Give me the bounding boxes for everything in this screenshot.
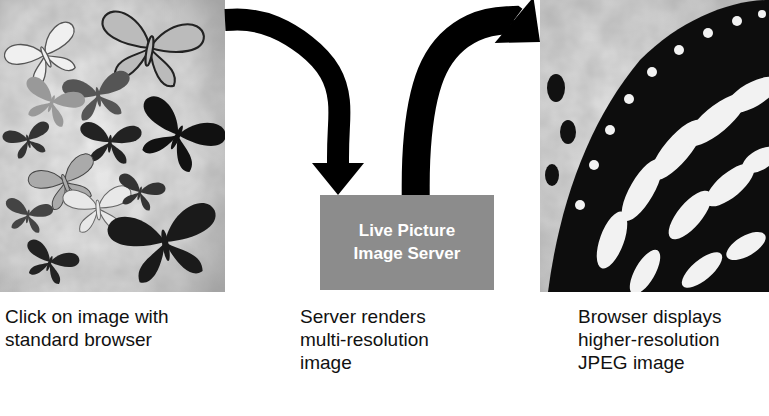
image-panel: Browser displays higher-resolution JPEG …	[540, 0, 769, 292]
wing-dot	[647, 67, 657, 77]
wing-dot	[575, 200, 585, 210]
butterfly	[2, 197, 54, 235]
wing-cell	[624, 245, 666, 292]
flow-arrow	[416, 0, 540, 195]
photo-ground	[0, 0, 225, 292]
caption-text: Click on image with standard browser	[5, 305, 227, 351]
wing-spot	[547, 74, 565, 102]
butterfly	[106, 201, 225, 288]
wing-spot	[560, 120, 576, 144]
caption-text: Browser displays higher-resolution JPEG …	[578, 305, 760, 374]
wing-dot	[703, 28, 713, 38]
arrow-head	[312, 163, 364, 195]
butterfly-photo	[0, 0, 225, 292]
caption-text: Server renders multi-resolution image	[300, 305, 472, 374]
wing-dot	[624, 94, 634, 104]
wing-cell	[676, 246, 727, 292]
wing-cell	[722, 226, 769, 265]
image-panel: Click on image with standard browser	[0, 0, 225, 292]
wing-spot	[545, 164, 559, 186]
butterfly	[1, 120, 55, 161]
flow-arrow	[225, 19, 364, 195]
wing-dot	[605, 125, 615, 135]
wing-dot	[589, 160, 599, 170]
arrow-head	[495, 0, 540, 43]
photo-texture	[0, 0, 225, 292]
butterfly	[16, 74, 87, 131]
arrow-shaft	[416, 20, 514, 195]
wing-cell	[720, 70, 769, 121]
butterfly	[113, 172, 167, 213]
wing-dot	[758, 10, 766, 18]
box-label: Live Picture Image Server	[332, 220, 482, 264]
wing-dot	[732, 16, 742, 26]
butterfly	[18, 237, 81, 288]
wing-cell	[738, 141, 769, 178]
wing-closeup-photo	[540, 0, 769, 292]
wing-dot	[674, 45, 684, 55]
arrow-shaft	[225, 19, 339, 163]
server-box: Live Picture Image ServerServer renders …	[320, 195, 494, 290]
butterfly	[125, 92, 225, 180]
